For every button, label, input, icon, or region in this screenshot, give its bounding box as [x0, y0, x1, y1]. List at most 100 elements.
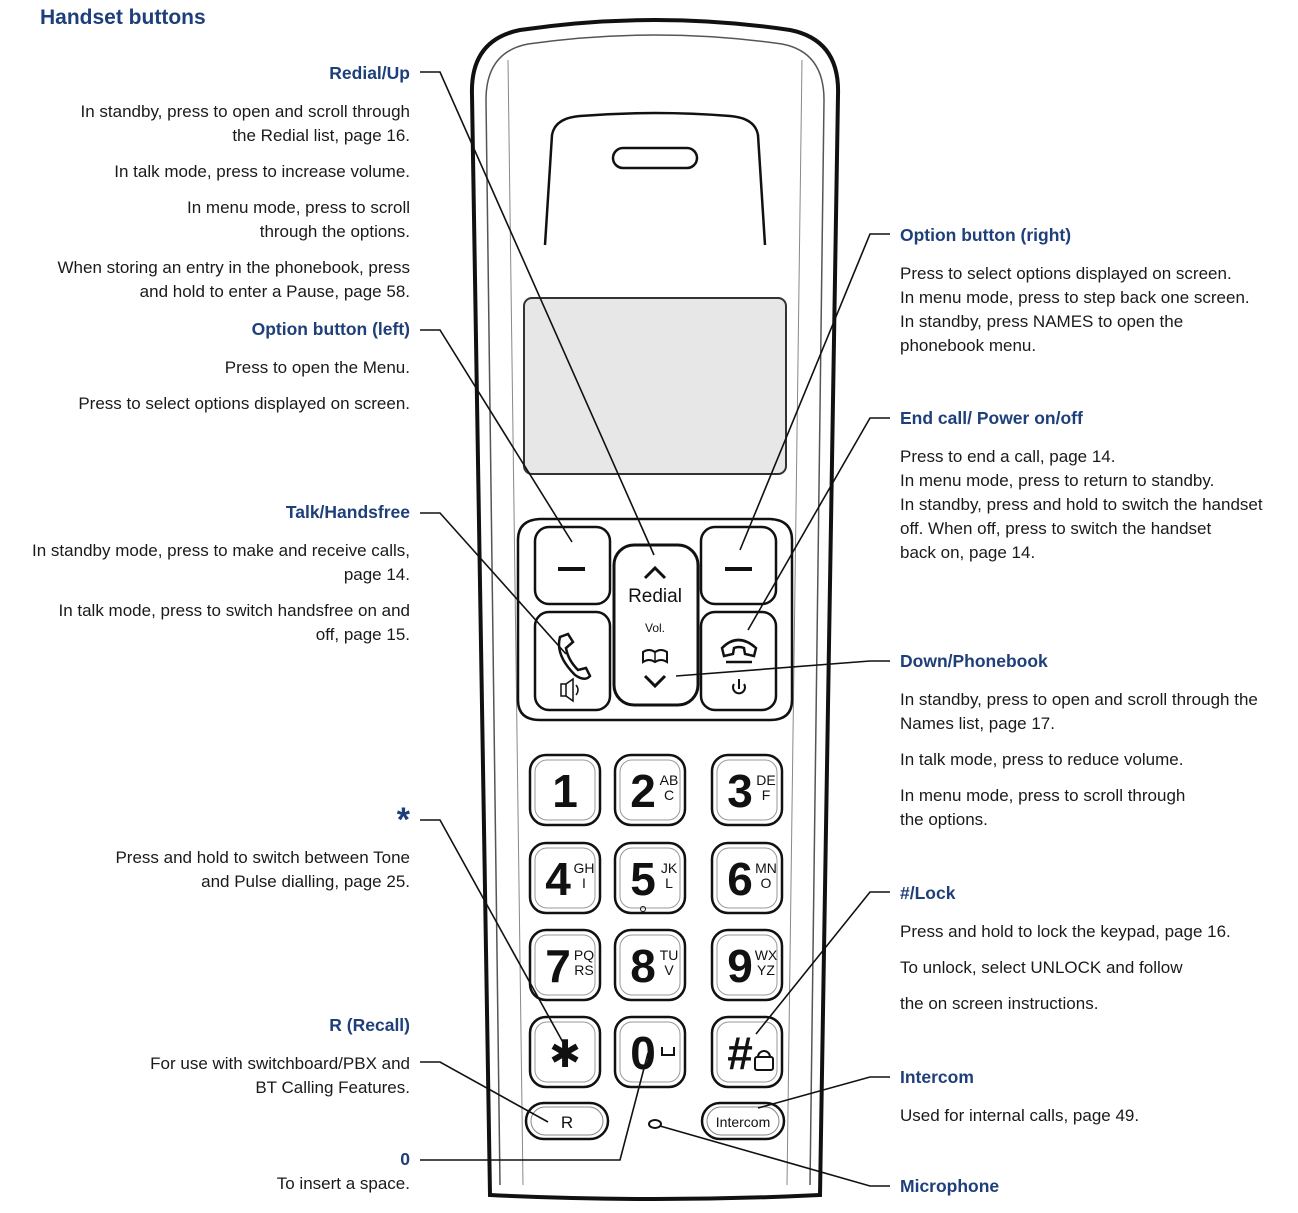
callout-text: Press to select options displayed on scr… [900, 264, 1250, 355]
callout-zero: 0 To insert a space. [0, 1148, 410, 1196]
key-letters: PQ [574, 947, 594, 963]
leader-intercom [757, 1076, 890, 1109]
key-letters: V [664, 962, 674, 978]
key-star[interactable]: ✱ [528, 1015, 602, 1089]
recall-button-inner [530, 1106, 604, 1136]
key-letters: C [664, 787, 674, 803]
callout-end-call: End call/ Power on/off Press to end a ca… [900, 407, 1295, 565]
redial-up-down-button[interactable] [612, 543, 700, 707]
leader-option-right [739, 233, 890, 551]
key-outer [710, 753, 784, 827]
callout-heading: * [396, 801, 410, 839]
key-outer [528, 841, 602, 915]
power-icon [732, 679, 746, 695]
key-inner [619, 847, 681, 909]
callout-heading: R (Recall) [329, 1015, 410, 1035]
option-left-button[interactable] [533, 525, 612, 606]
key-inner [534, 759, 596, 821]
microphone-hole [648, 1119, 662, 1129]
callout-microphone: Microphone [900, 1175, 1295, 1213]
handset-body-inner [485, 34, 825, 1186]
callout-star: * Press and hold to switch between Tone … [0, 801, 410, 894]
callout-heading: End call/ Power on/off [900, 408, 1083, 428]
key-outer [613, 753, 687, 827]
key-hash[interactable]: # [710, 1015, 784, 1089]
handset-body-outline [469, 18, 841, 1201]
key-letters: F [762, 787, 771, 803]
key-letters: YZ [757, 962, 775, 978]
key-inner [534, 847, 596, 909]
end-call-icon [720, 638, 758, 664]
key-digit: 6 [727, 853, 753, 905]
talk-button[interactable] [533, 610, 612, 712]
recall-button[interactable] [524, 1101, 610, 1141]
key-inner [619, 759, 681, 821]
key-letters: AB [660, 772, 679, 788]
lock-icon [754, 1050, 774, 1071]
intercom-button[interactable] [700, 1101, 786, 1141]
leader-microphone [659, 1125, 890, 1187]
key-inner [619, 1021, 681, 1083]
earpiece-slot [611, 146, 699, 170]
key-digit: 2 [630, 765, 656, 817]
leader-hash-lock [755, 891, 890, 1035]
callout-heading: Option button (right) [900, 225, 1072, 245]
key-outer [710, 928, 784, 1002]
key-inner [534, 934, 596, 996]
key-inner [619, 934, 681, 996]
key-letters: RS [574, 962, 593, 978]
key-outer [613, 1015, 687, 1089]
key-inner [716, 1021, 778, 1083]
nav-cluster-outline [516, 517, 794, 722]
key-digit: 5 [630, 853, 656, 905]
key-digit: 7 [545, 940, 571, 992]
callout-recall: R (Recall) For use with switchboard/PBX … [0, 1014, 410, 1100]
callout-redial-up: Redial/Up In standby, press to open and … [0, 62, 411, 304]
callout-option-left: Option button (left) Press to open the M… [0, 318, 410, 416]
key-letters: JK [661, 860, 678, 876]
key-0[interactable]: 0 [613, 1015, 687, 1089]
key-inner [716, 934, 778, 996]
key-inner [716, 759, 778, 821]
handset-side-line [786, 59, 803, 1186]
callout-heading: Redial/Up [329, 63, 410, 83]
callout-heading: Intercom [900, 1067, 974, 1087]
callout-text: In menu mode, press to scroll through th… [900, 786, 1186, 829]
key-outer [613, 928, 687, 1002]
key-letters: MN [755, 860, 777, 876]
callout-text: When storing an entry in the phonebook, … [57, 258, 411, 301]
option-right-button[interactable] [699, 525, 778, 606]
callout-heading: 0 [400, 1149, 410, 1169]
callout-text: For use with switchboard/PBX and BT Call… [150, 1054, 410, 1097]
callout-text: In standby mode, press to make and recei… [32, 541, 410, 584]
key-digit: # [727, 1027, 753, 1079]
key-letters: DE [756, 772, 775, 788]
key-5[interactable]: 5 JKL [613, 841, 687, 915]
intercom-button-inner [706, 1106, 780, 1136]
page-title: Handset buttons [40, 6, 206, 29]
callout-option-right: Option button (right) Press to select op… [900, 224, 1295, 358]
key-digit: 4 [545, 853, 571, 905]
callout-heading: Option button (left) [251, 319, 410, 339]
key-5-nub [640, 906, 646, 912]
key-1[interactable]: 1 [528, 753, 602, 827]
recall-label: R [561, 1113, 573, 1132]
leader-lines [420, 71, 890, 1187]
key-digit: 3 [727, 765, 753, 817]
key-digit: 1 [552, 765, 578, 817]
leader-option-left [420, 329, 573, 543]
key-letters: GH [574, 860, 595, 876]
leader-recall [420, 1061, 549, 1123]
key-digit: 9 [727, 940, 753, 992]
redial-label: Redial [628, 586, 682, 607]
callout-text: Press to open the Menu. [224, 358, 410, 377]
key-letters: L [665, 875, 673, 891]
callout-text: Used for internal calls, page 49. [900, 1106, 1140, 1125]
